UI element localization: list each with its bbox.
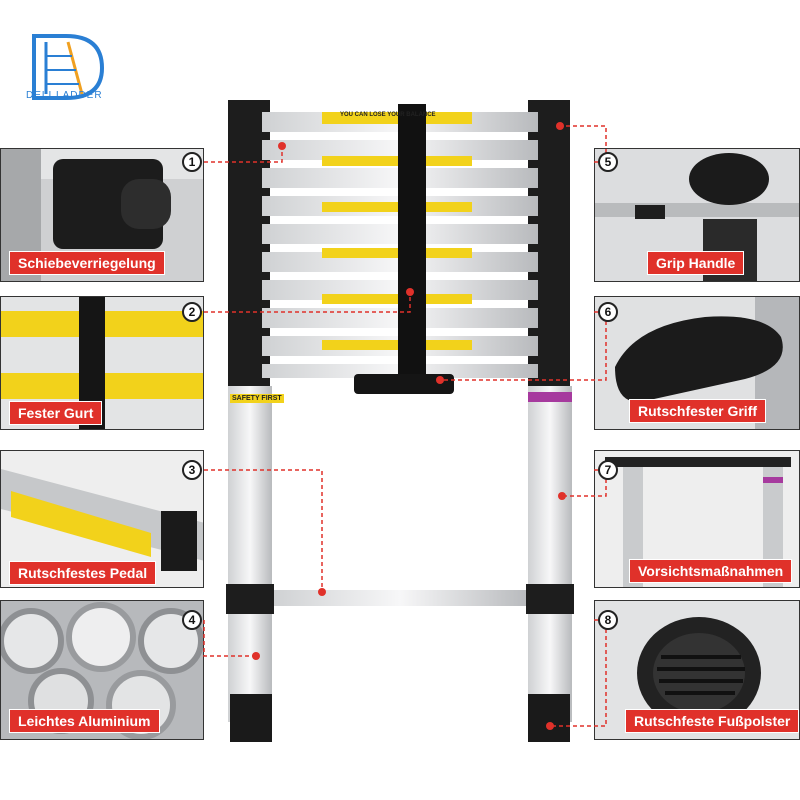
- feature-label-8: Rutschfeste Fußpolster: [625, 709, 799, 733]
- safety-first-sticker: SAFETY FIRST: [230, 394, 284, 403]
- panel-6: Rutschfester Griff: [594, 296, 800, 430]
- brand-logo: [32, 34, 105, 100]
- feature-badge-8: 8: [598, 610, 618, 630]
- panel-4: Leichtes Aluminium: [0, 600, 204, 740]
- connector-dot-2: [406, 288, 414, 296]
- top-warning-sticker: YOU CAN LOSE YOUR BALANCE: [340, 112, 436, 118]
- feature-badge-5: 5: [598, 152, 618, 172]
- connector-dot-1: [278, 142, 286, 150]
- feature-label-5: Grip Handle: [647, 251, 745, 275]
- feature-label-1: Schiebeverriegelung: [9, 251, 165, 275]
- feature-badge-1: 1: [182, 152, 202, 172]
- feature-label-3: Rutschfestes Pedal: [9, 561, 157, 585]
- connector-dot-3: [318, 588, 326, 596]
- connector-dot-5: [556, 122, 564, 130]
- feature-label-2: Fester Gurt: [9, 401, 103, 425]
- feature-label-6: Rutschfester Griff: [629, 399, 767, 423]
- feature-badge-3: 3: [182, 460, 202, 480]
- connector-dot-6: [436, 376, 444, 384]
- feature-label-7: Vorsichtsmaßnahmen: [629, 559, 793, 583]
- connector-dot-7: [558, 492, 566, 500]
- feature-label-4: Leichtes Aluminium: [9, 709, 160, 733]
- feature-badge-7: 7: [598, 460, 618, 480]
- panel-3: Rutschfestes Pedal: [0, 450, 204, 588]
- connector-dot-8: [546, 722, 554, 730]
- panel-5: Grip Handle: [594, 148, 800, 282]
- connector-dot-4: [252, 652, 260, 660]
- panel-2: Fester Gurt: [0, 296, 204, 430]
- feature-badge-2: 2: [182, 302, 202, 322]
- brand-name: DELI LADDER: [26, 90, 103, 101]
- panel-8: Rutschfeste Fußpolster: [594, 600, 800, 740]
- feature-badge-4: 4: [182, 610, 202, 630]
- panel-7: Vorsichtsmaßnahmen: [594, 450, 800, 588]
- panel-1: Schiebeverriegelung: [0, 148, 204, 282]
- feature-badge-6: 6: [598, 302, 618, 322]
